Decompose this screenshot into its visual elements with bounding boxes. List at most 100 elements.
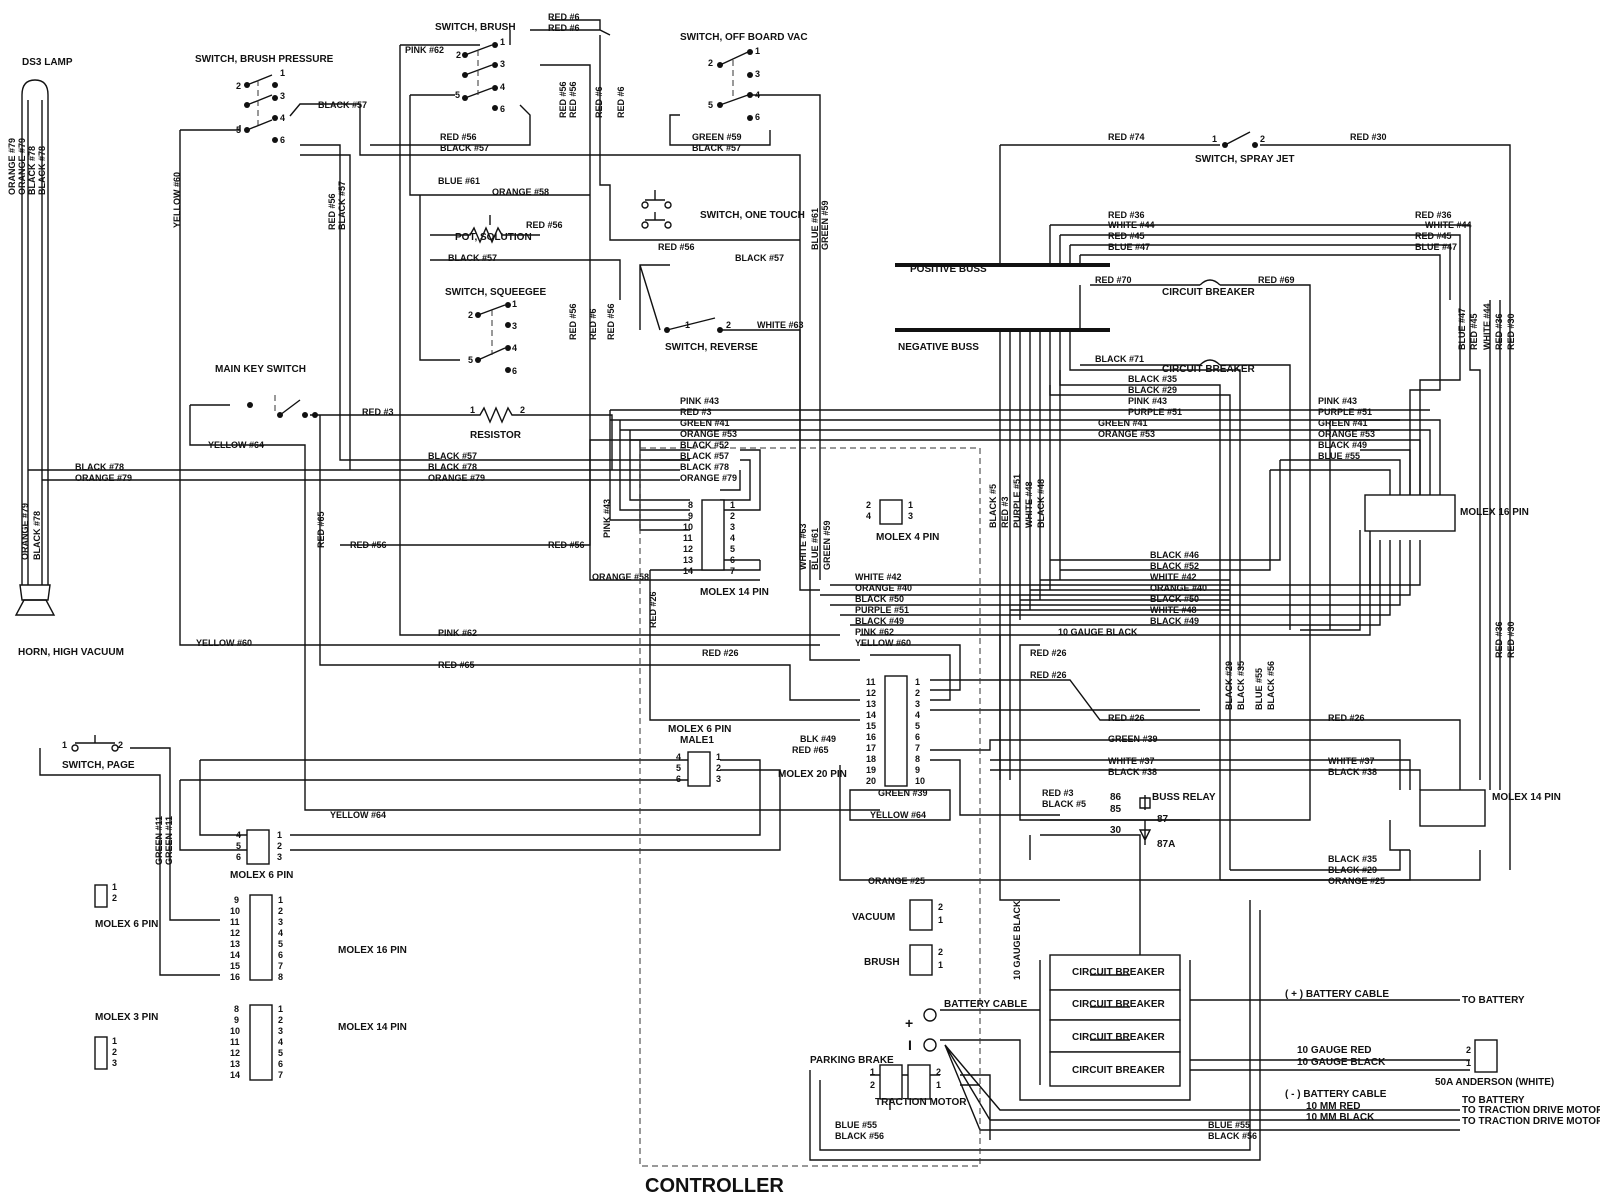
vertical-wire-label: 10 GAUGE BLACK <box>1012 900 1022 980</box>
pin-label: 5 <box>455 90 460 100</box>
mm-black-label: 10 MM BLACK <box>1306 1112 1375 1123</box>
wire-label: RED #56 <box>350 540 387 550</box>
pin-label: 5 <box>278 939 283 949</box>
pin-label: 3 <box>277 852 282 862</box>
vertical-wire-label: GREEN #11 <box>154 816 164 865</box>
wire-label: YELLOW #60 <box>196 638 252 648</box>
molex-6-left <box>246 829 270 865</box>
wire-label: ORANGE #53 <box>680 429 737 439</box>
pin-label: 1 <box>908 500 913 510</box>
cb-4-label: CIRCUIT BREAKER <box>1072 1065 1166 1076</box>
pin-label: 1 <box>755 46 760 56</box>
molex-3-small <box>94 1036 108 1070</box>
cb-1-label: CIRCUIT BREAKER <box>1072 967 1166 978</box>
pin-label: 5 <box>278 1048 283 1058</box>
pin-label: 3 <box>716 774 721 784</box>
wire-label: BLACK #49 <box>855 616 904 626</box>
wire-label: RED #56 <box>658 242 695 252</box>
pin-label: 12 <box>230 1048 240 1058</box>
vertical-wire-label: RED #3 <box>1000 496 1010 528</box>
offboard-vac-label: SWITCH, OFF BOARD VAC <box>680 32 808 43</box>
pin-label: 8 <box>688 500 693 510</box>
vertical-wire-label: BLUE #61 <box>810 528 820 570</box>
pin-label: 2 <box>112 893 117 903</box>
pin-label: 1 <box>870 1067 875 1077</box>
pin-label: 15 <box>866 721 876 731</box>
wire-label: BLUE #55 <box>1318 451 1360 461</box>
pin-label: 4 <box>512 343 517 353</box>
pin-label: 2 <box>468 310 473 320</box>
parking-brake-connector <box>879 1064 903 1100</box>
pin-label: 2 <box>118 740 123 750</box>
wire-label: YELLOW #60 <box>855 638 911 648</box>
wire-label: PINK #43 <box>1318 396 1357 406</box>
pin-label: 13 <box>230 939 240 949</box>
pin-label: 5 <box>676 763 681 773</box>
wire-label: GREEN #39 <box>1108 734 1158 744</box>
wire-label: RED #65 <box>792 745 829 755</box>
pin-label: 2 <box>456 50 461 60</box>
pin-label: 1 <box>512 299 517 309</box>
reverse-label: SWITCH, REVERSE <box>665 342 758 353</box>
vertical-wire-label: GREEN #59 <box>822 520 832 570</box>
wire-label: BLACK #50 <box>855 594 904 604</box>
wire-label: RED #3 <box>680 407 712 417</box>
wire-label: ORANGE #40 <box>855 583 912 593</box>
brush-connector <box>909 944 933 976</box>
pin-label: 1 <box>112 1036 117 1046</box>
to-battery-1-label: TO BATTERY <box>1462 995 1525 1006</box>
molex-14-controller <box>701 499 725 571</box>
wire-label: GREEN #39 <box>878 788 928 798</box>
vertical-wire-label: RED #56 <box>568 303 578 340</box>
horn-label: HORN, HIGH VACUUM <box>18 647 124 658</box>
pin-label: 6 <box>278 1059 283 1069</box>
vertical-wire-label: RED #30 <box>1506 313 1516 350</box>
pin-label: 20 <box>866 776 876 786</box>
wire-label: RED #26 <box>1030 670 1067 680</box>
wire-label: RED #36 <box>1415 210 1452 220</box>
molex-14-left <box>249 1004 273 1081</box>
pin-label: 16 <box>230 972 240 982</box>
pin-label: 6 <box>278 950 283 960</box>
pin-label: 2 <box>915 688 920 698</box>
vertical-wire-label: ORANGE #79 <box>7 138 17 195</box>
pin-label: 1 <box>280 68 285 78</box>
brush-label: BRUSH <box>864 957 900 968</box>
wire-label: WHITE #63 <box>757 320 804 330</box>
vertical-wire-label: RED #36 <box>1494 621 1504 658</box>
controller-box <box>639 447 981 1167</box>
wire-label: WHITE #48 <box>1150 605 1197 615</box>
pin-label: 2 <box>236 81 241 91</box>
wire-label: YELLOW #64 <box>208 440 264 450</box>
mm-red-label: 10 MM RED <box>1306 1101 1360 1112</box>
pin-label: 3 <box>730 522 735 532</box>
pin-label: 9 <box>234 895 239 905</box>
vertical-wire-label: PURPLE #51 <box>1012 474 1022 528</box>
wire-label: BLACK #57 <box>318 100 367 110</box>
vertical-wire-label: WHITE #44 <box>1482 303 1492 350</box>
buss-relay-label: BUSS RELAY <box>1152 792 1216 803</box>
vertical-wire-label: RED #6 <box>616 86 626 118</box>
pin-label: 1 <box>936 1080 941 1090</box>
negative-buss-label: NEGATIVE BUSS <box>898 342 979 353</box>
vertical-wire-label: RED #56 <box>327 193 337 230</box>
pin-label: 1 <box>277 830 282 840</box>
pin-label: 15 <box>230 961 240 971</box>
pin-label: 6 <box>755 112 760 122</box>
pin-label: 10 <box>915 776 925 786</box>
circuit-breaker-b-label: CIRCUIT BREAKER <box>1162 364 1256 375</box>
vertical-wire-label: WHITE #48 <box>1024 481 1034 528</box>
traction-motor-connector <box>907 1064 931 1100</box>
wire-label: WHITE #37 <box>1108 756 1155 766</box>
pin-label: 2 <box>708 58 713 68</box>
pin-label: 4 <box>676 752 681 762</box>
pin-label: 2 <box>278 906 283 916</box>
pin-label: 2 <box>866 500 871 510</box>
wire-label: BLUE #47 <box>1108 242 1150 252</box>
wire-label: RED #6 <box>548 23 580 33</box>
wire-label: BLUE #61 <box>438 176 480 186</box>
wire-label: ORANGE #53 <box>1098 429 1155 439</box>
wire-label: RED #6 <box>548 12 580 22</box>
pot-solution-label: POT, SOLUTION <box>455 232 532 243</box>
vertical-wire-label: RED #6 <box>594 86 604 118</box>
